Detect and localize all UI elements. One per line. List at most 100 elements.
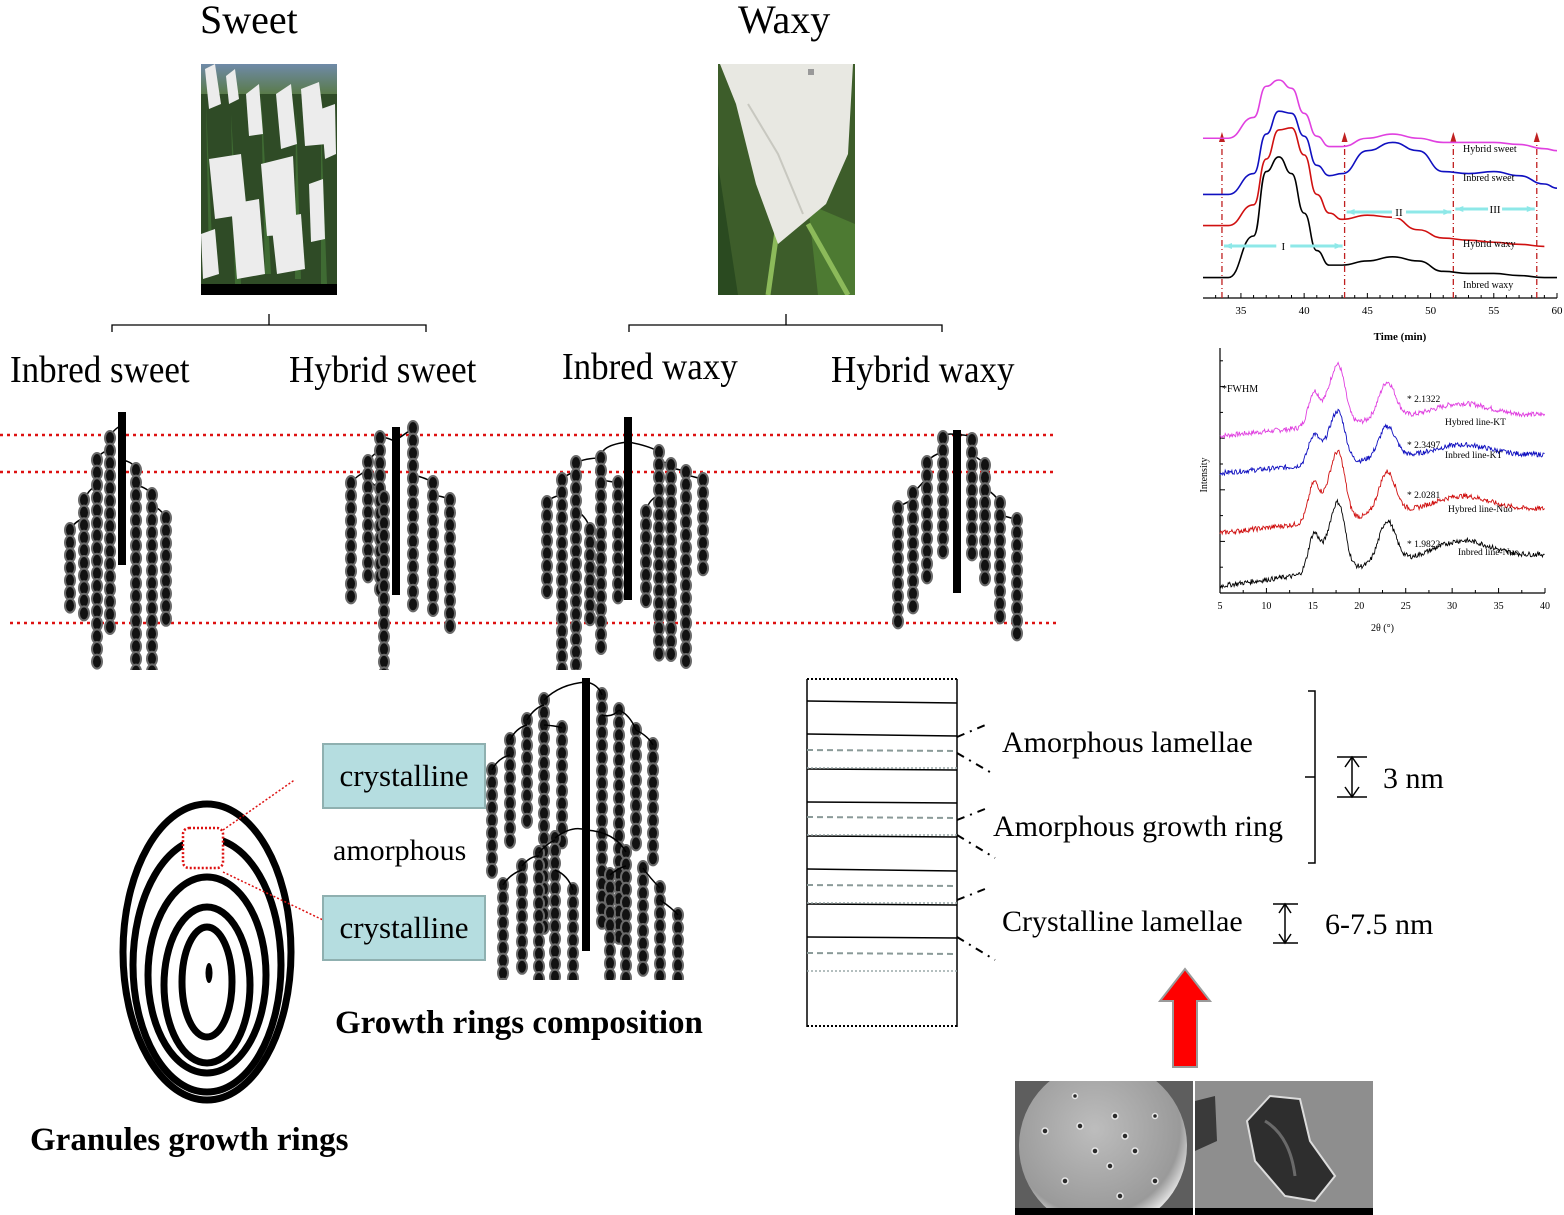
branch-link: [554, 827, 587, 839]
glucose-chain: [595, 450, 607, 655]
glucose-unit: [521, 812, 533, 829]
glucose-unit: [907, 598, 919, 615]
glucose-chain: [407, 420, 419, 613]
region-marker-arrowhead: [1450, 132, 1457, 142]
glucose-chain: [130, 462, 142, 670]
glucose-chain: [378, 490, 390, 670]
series-line: [1202, 156, 1557, 279]
ring-1: [119, 800, 295, 1104]
x-tick-label: 15: [1308, 601, 1318, 612]
label-hybrid-sweet: Hybrid sweet: [289, 349, 477, 391]
region-label: I: [1281, 241, 1285, 253]
glucose-chain: [937, 430, 949, 560]
glucose-chain: [78, 492, 90, 622]
sweet-title: Sweet: [200, 0, 298, 42]
waxy-title: Waxy: [738, 0, 831, 42]
x-tick-label: 50: [1425, 305, 1437, 317]
waxy-bracket: [628, 324, 943, 332]
glucose-chain: [620, 844, 632, 980]
glucose-chain: [345, 475, 357, 605]
glucose-unit: [612, 588, 624, 605]
glucose-unit: [541, 583, 553, 600]
glucose-chain: [653, 444, 665, 662]
region-label-bg: [1276, 240, 1291, 252]
label-inbred-sweet: Inbred sweet: [10, 349, 190, 391]
glucose-unit: [665, 646, 677, 662]
branch-link: [618, 709, 637, 731]
branch-link: [635, 729, 654, 746]
glucose-chain: [549, 830, 561, 980]
region-arrowhead: [1443, 209, 1452, 215]
glucose-unit: [378, 666, 390, 670]
branch-link: [526, 704, 545, 721]
glucose-unit: [504, 832, 516, 849]
series-label: Hybrid sweet: [1463, 144, 1517, 155]
glucose-chain: [444, 492, 456, 634]
size-crystalline-label: 6-7.5 nm: [1325, 908, 1434, 941]
fwhm-value: * 1.9822: [1407, 540, 1441, 550]
branch-link: [554, 869, 574, 891]
x-tick-label: 40: [1540, 601, 1550, 612]
glucose-chain: [907, 485, 919, 615]
branch-link: [585, 829, 627, 853]
region-arrowhead: [1455, 206, 1464, 212]
glucose-unit: [994, 608, 1006, 625]
glucose-unit: [533, 971, 545, 980]
series-label: Hybred line-Nuo: [1448, 505, 1513, 515]
series-line: [1219, 361, 1546, 440]
glucose-chain: [570, 455, 582, 670]
glucose-chain: [637, 860, 649, 977]
glucose-chain: [640, 504, 652, 609]
series-line: [1219, 408, 1545, 477]
crystalline-lamellae-label: Crystalline lamellae: [1002, 905, 1243, 938]
fwhm-value: * 2.1322: [1407, 395, 1441, 405]
amorphous-label: amorphous: [333, 834, 467, 867]
waxy-corn-photo: [718, 64, 855, 295]
glucose-chain: [994, 495, 1006, 625]
glucose-unit: [556, 661, 568, 670]
granule-rings-caption: Granules growth rings: [30, 1122, 349, 1158]
series-label: Inbred waxy: [1463, 280, 1513, 291]
variety-brackets: [111, 314, 943, 332]
glucose-chain: [604, 867, 616, 980]
glucose-unit: [130, 663, 142, 670]
hilum: [205, 963, 213, 983]
branch-link: [538, 839, 556, 854]
glucose-chain: [647, 737, 659, 867]
glucose-chain: [362, 454, 374, 584]
glucose-unit: [654, 968, 666, 980]
series-line: [1203, 110, 1558, 196]
branch-link: [609, 865, 627, 876]
zoom-box: [181, 826, 225, 870]
ring-5: [178, 923, 236, 1041]
x-axis-label: Time (min): [1374, 331, 1427, 343]
branch-link: [543, 724, 563, 729]
amorphous-growth-ring-label: Amorphous growth ring: [993, 810, 1283, 843]
x-tick-label: 30: [1447, 601, 1457, 612]
series-line: [1219, 449, 1545, 536]
label-hybrid-waxy: Hybrid waxy: [831, 349, 1015, 391]
series-line: [1203, 127, 1545, 248]
lamellae-stack: [806, 678, 958, 1027]
glucose-unit: [78, 605, 90, 622]
glucose-unit: [567, 970, 579, 980]
region-arrowhead: [1334, 243, 1343, 249]
glucose-unit: [630, 835, 642, 852]
x-tick-label: 40: [1299, 305, 1311, 317]
region-arrowhead: [1526, 206, 1535, 212]
glucose-chain: [516, 858, 528, 975]
branch-link: [509, 724, 528, 741]
series-label: Inbred line-KT: [1445, 451, 1502, 461]
region-label-bg: [1488, 203, 1503, 215]
glucose-unit: [647, 850, 659, 867]
glucose-unit: [64, 597, 76, 614]
glucose-unit: [921, 568, 933, 585]
glucose-chain: [979, 457, 991, 587]
glucose-unit: [584, 610, 596, 627]
sem-image-right: [1195, 1081, 1373, 1215]
glucose-chain: [541, 495, 553, 600]
fwhm-value: * 2.3497: [1407, 441, 1441, 451]
region-label: II: [1395, 207, 1403, 219]
